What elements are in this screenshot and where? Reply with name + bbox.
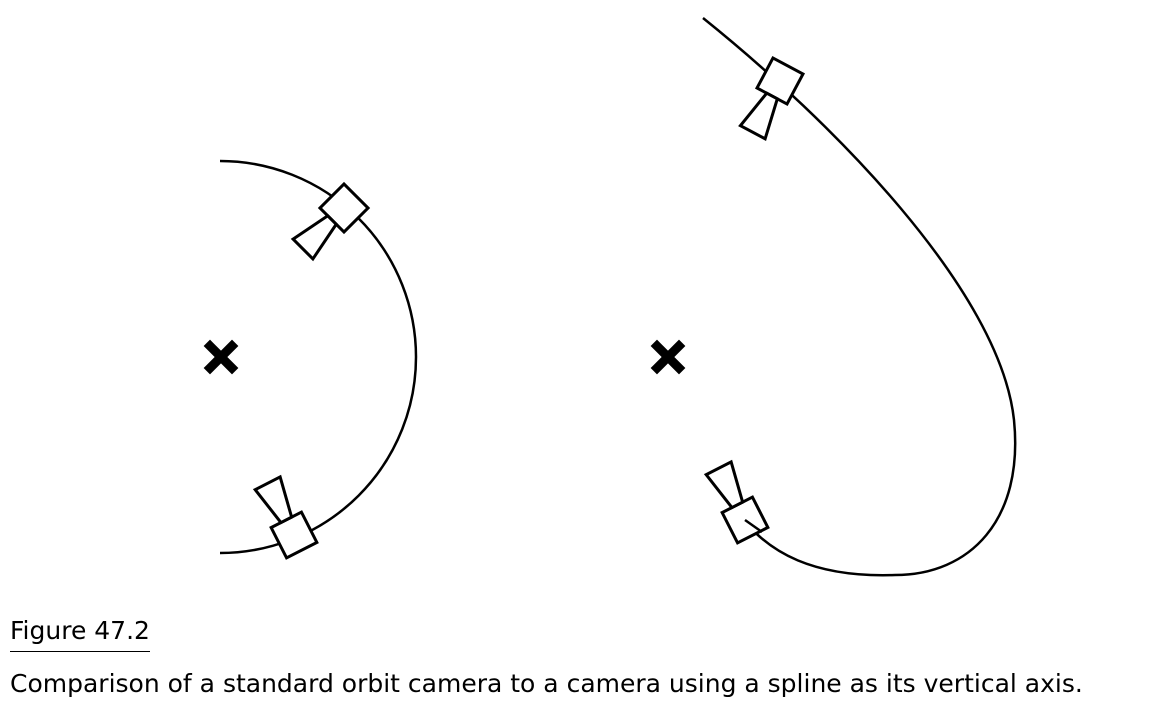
x-mark-icon [203,339,239,375]
orbit-camera-comparison-diagram [203,17,1017,577]
figure-label: Figure 47.2 [10,615,150,652]
figure-caption: Comparison of a standard orbit camera to… [10,669,1083,698]
camera-icon [251,474,319,560]
right-panel-spline [650,17,1017,577]
left-panel-orbit [203,159,418,560]
spline-path [702,17,1017,577]
spline-end-segment [744,518,763,534]
orbit-arc-path [219,159,418,555]
x-mark-icon [650,339,686,375]
camera-icon [736,56,805,142]
